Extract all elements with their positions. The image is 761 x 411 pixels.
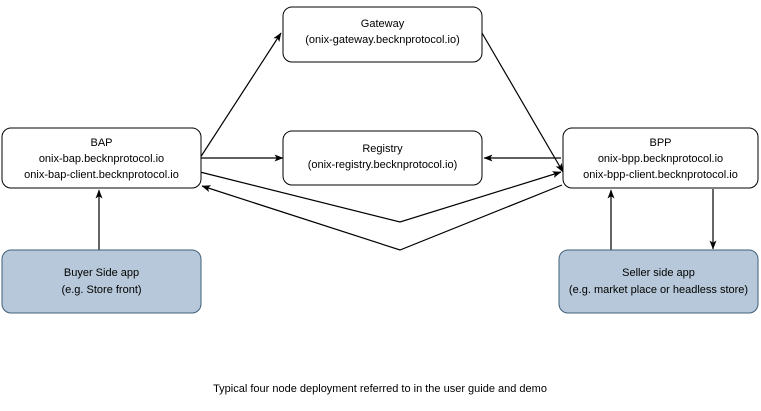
node-seller-app-line2: (e.g. market place or headless store)	[569, 284, 748, 296]
node-bap-line3: onix-bap-client.becknprotocol.io	[24, 169, 179, 181]
node-buyer-app-shape	[1, 249, 202, 314]
node-bap-line2: onix-bap.becknprotocol.io	[39, 153, 164, 165]
node-bap[interactable]: BAP onix-bap.becknprotocol.io onix-bap-c…	[1, 127, 202, 189]
node-bap-shape	[1, 127, 202, 189]
node-bpp-shape	[562, 127, 759, 189]
node-buyer-app[interactable]: Buyer Side app (e.g. Store front)	[1, 249, 202, 314]
node-seller-app-title: Seller side app	[622, 267, 695, 279]
edge-gateway-to-bpp	[481, 32, 564, 173]
diagram-caption: Typical four node deployment referred to…	[213, 383, 547, 395]
node-gateway[interactable]: Gateway (onix-gateway.becknprotocol.io)	[282, 6, 483, 63]
node-registry-title: Registry	[362, 143, 403, 155]
node-bpp-line3: onix-bpp-client.becknprotocol.io	[583, 169, 738, 181]
edge-bpp-to-bap	[201, 184, 563, 251]
node-buyer-app-line2: (e.g. Store front)	[61, 284, 141, 296]
node-gateway-title: Gateway	[361, 18, 405, 30]
node-bpp[interactable]: BPP onix-bpp.becknprotocol.io onix-bpp-c…	[562, 127, 759, 189]
node-seller-app[interactable]: Seller side app (e.g. market place or he…	[558, 249, 759, 314]
node-bpp-line2: onix-bpp.becknprotocol.io	[598, 153, 723, 165]
node-bpp-title: BPP	[649, 137, 671, 149]
node-seller-app-shape	[558, 249, 759, 314]
node-buyer-app-title: Buyer Side app	[64, 267, 139, 279]
edge-bap-to-bpp	[199, 171, 562, 223]
node-gateway-shape	[282, 6, 483, 63]
node-bap-title: BAP	[90, 137, 112, 149]
node-registry-shape	[282, 130, 483, 186]
edge-bap-to-gateway	[199, 32, 282, 159]
edge-layer	[95, 32, 717, 251]
node-gateway-line2: (onix-gateway.becknprotocol.io)	[305, 34, 459, 46]
node-registry-line2: (onix-registry.becknprotocol.io)	[308, 159, 458, 171]
node-registry[interactable]: Registry (onix-registry.becknprotocol.io…	[282, 130, 483, 186]
